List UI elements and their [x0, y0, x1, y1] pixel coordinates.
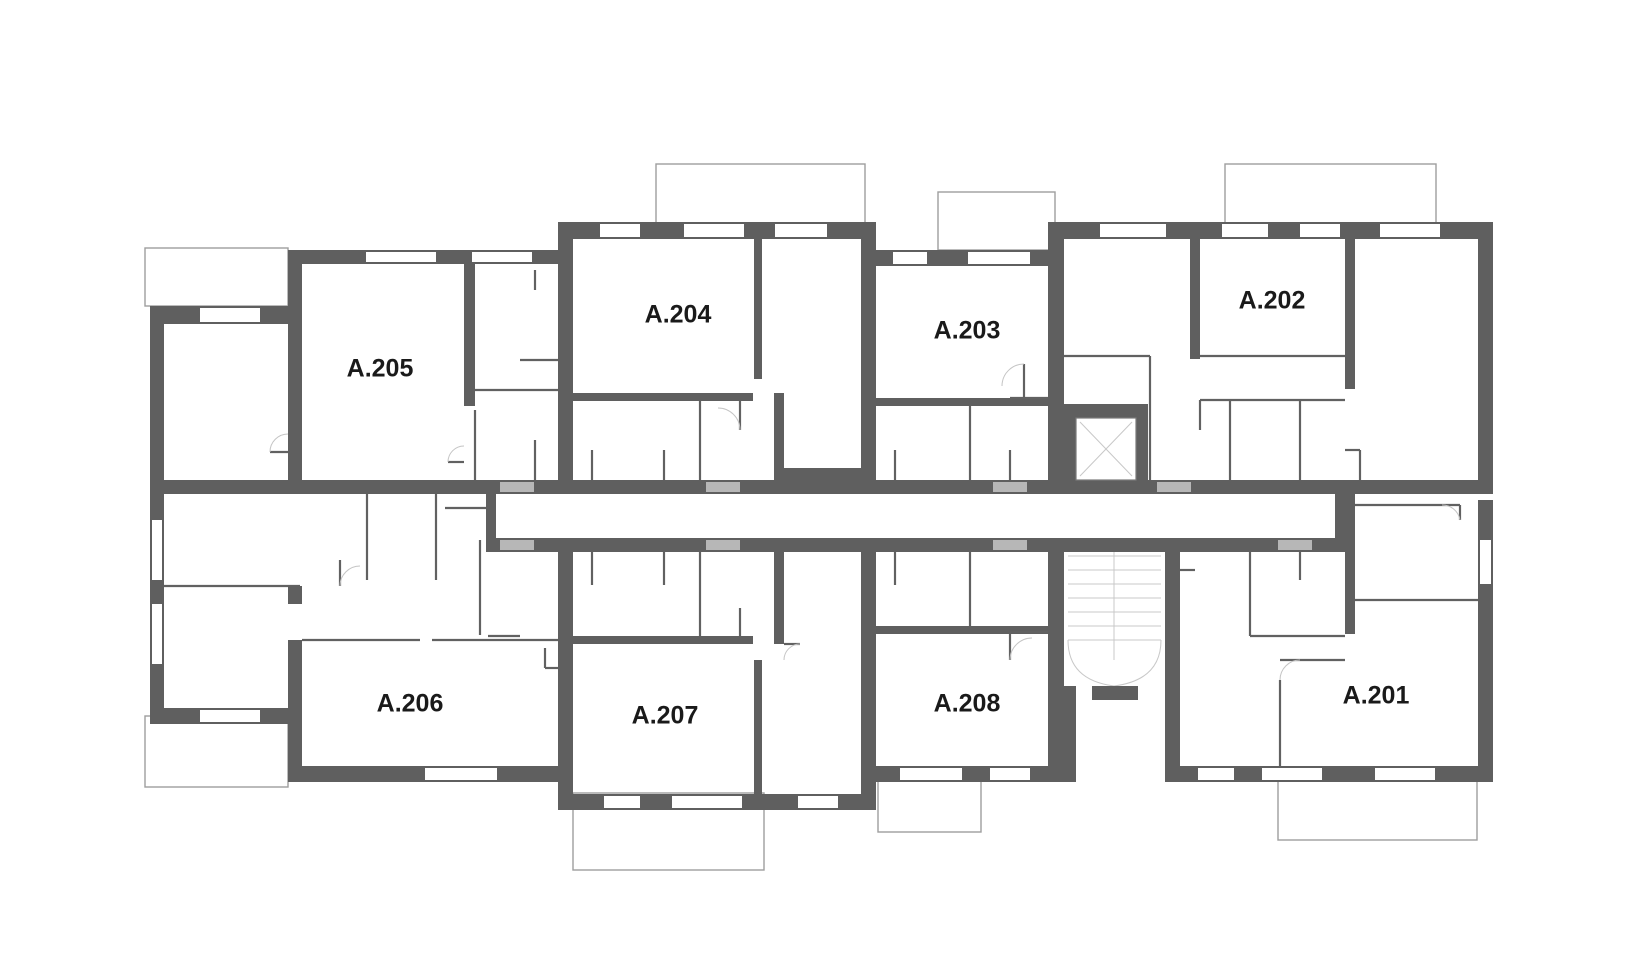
balconies [144, 163, 1478, 871]
unit-label-a206: A.206 [377, 690, 444, 718]
interior-partitions [164, 239, 1478, 794]
balcony-a202-top [1224, 163, 1437, 227]
unit-label-a204: A.204 [645, 301, 712, 329]
door-swings [269, 363, 1461, 681]
balcony-a206-bottom [144, 715, 289, 788]
balcony-a203-top [937, 191, 1056, 251]
unit-label-a203: A.203 [934, 317, 1001, 345]
unit-label-a207: A.207 [632, 702, 699, 730]
unit-label-a201: A.201 [1343, 682, 1410, 710]
stair-core [1064, 404, 1165, 782]
unit-label-a202: A.202 [1239, 287, 1306, 315]
balcony-a204-top [655, 163, 866, 227]
unit-label-a208: A.208 [934, 690, 1001, 718]
balcony-a205-top [144, 247, 289, 307]
exterior-walls [150, 222, 1493, 810]
stair-flights [1067, 552, 1162, 687]
unit-label-a205: A.205 [347, 355, 414, 383]
unit-labels: A.201 A.202 A.203 A.204 A.205 A.206 A.20… [347, 287, 1410, 730]
balcony-a201-bottom [1277, 771, 1478, 841]
